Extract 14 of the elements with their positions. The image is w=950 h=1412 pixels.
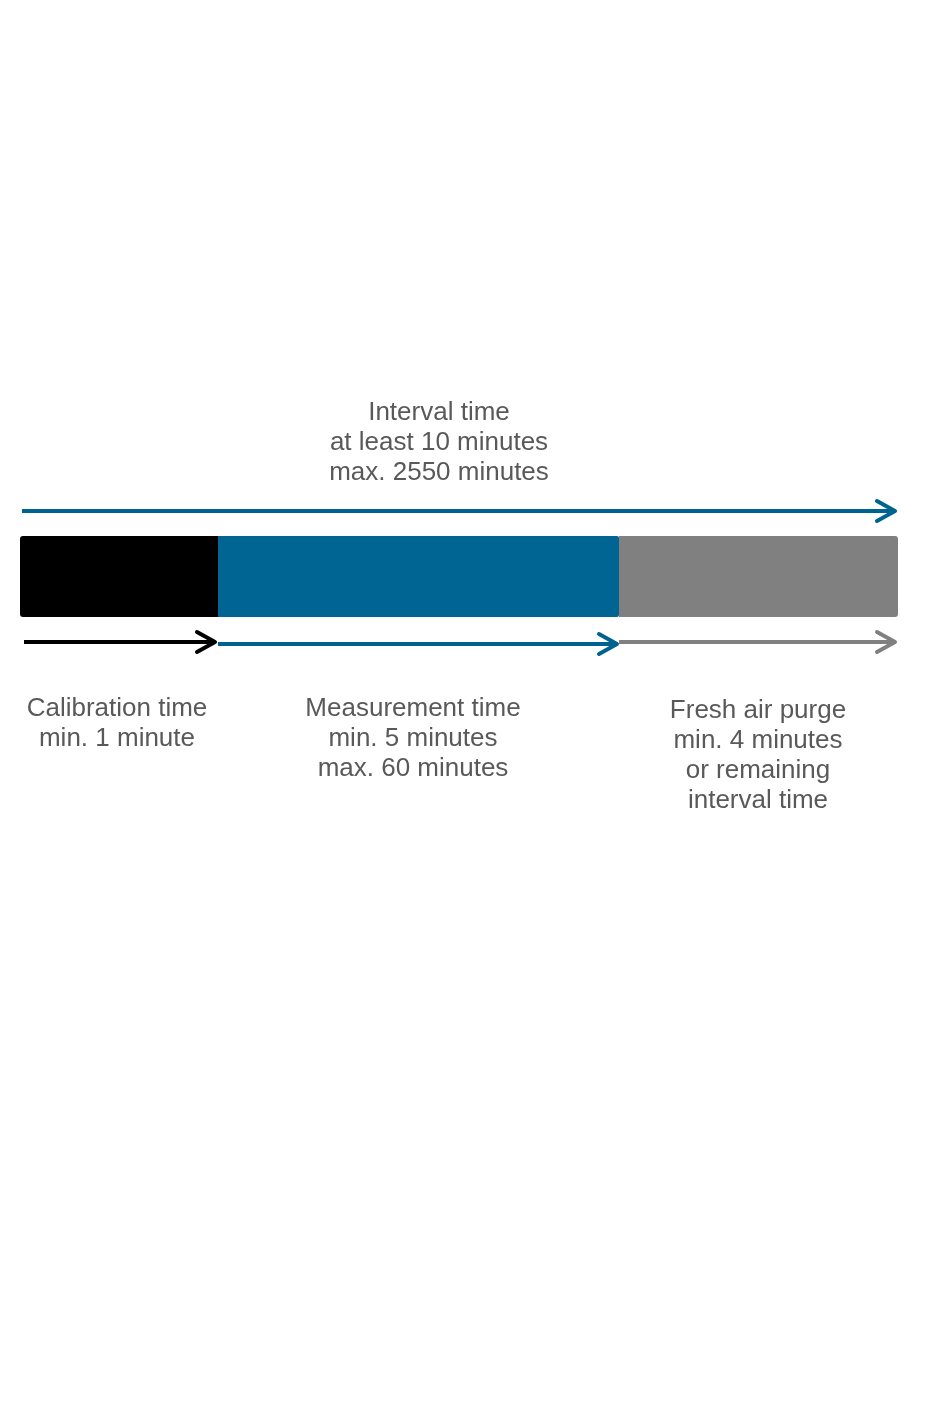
phase-bar: [20, 536, 218, 617]
interval-label: Interval time: [368, 396, 510, 426]
phase-caption: min. 1 minute: [38, 722, 196, 752]
phase-caption: max. 60 minutes: [317, 752, 509, 782]
phase-caption: min. 5 minutes: [328, 722, 498, 752]
phase-caption: Calibration time: [26, 692, 208, 722]
phase-caption: min. 4 minutes: [673, 724, 843, 754]
phase-bar: [218, 536, 619, 617]
phase-caption: or remaining interval time: [684, 754, 832, 814]
phase-caption: Fresh air purge: [669, 694, 847, 724]
phase-caption: Measurement time: [305, 692, 521, 722]
interval-label: at least 10 minutes: [329, 426, 549, 456]
phase-bar: [619, 536, 898, 617]
interval-label: max. 2550 minutes: [329, 456, 549, 486]
